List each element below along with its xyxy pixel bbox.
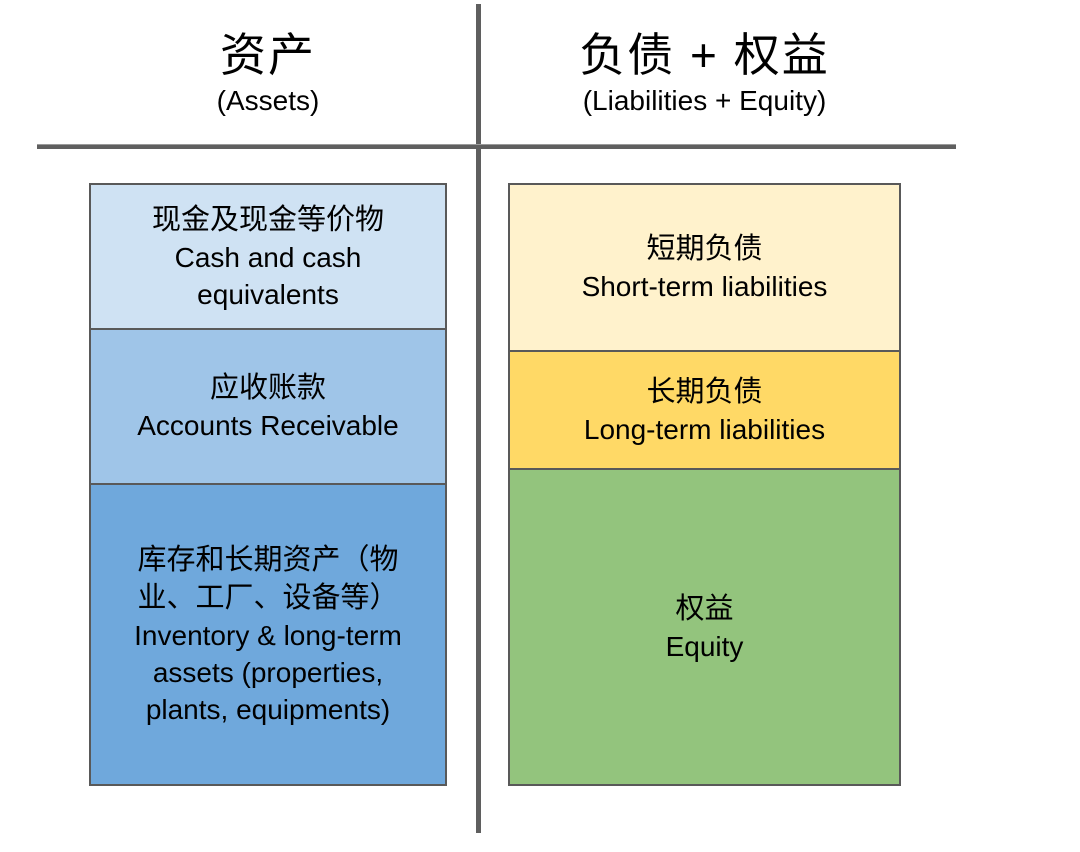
box-cash-equivalents-label-en: Cash and cash equivalents [174, 241, 362, 310]
box-cash-equivalents-label-zh: 现金及现金等价物 [151, 203, 384, 236]
assets-header: 资产 (Assets) [89, 26, 447, 118]
box-accounts-receivable: 应收账款 Accounts Receivable [89, 328, 447, 485]
horizontal-header-rule [37, 144, 956, 149]
box-equity: 权益 Equity [508, 468, 901, 786]
assets-column: 现金及现金等价物 Cash and cash equivalents 应收账款 … [89, 183, 447, 786]
box-long-term-liabilities-label-zh: 长期负债 [646, 375, 763, 408]
box-inventory-longterm-assets-label-zh: 库存和长期资产（物业、工厂、设备等） [137, 544, 399, 614]
box-cash-equivalents: 现金及现金等价物 Cash and cash equivalents [89, 183, 447, 330]
liabilities-equity-header: 负债 + 权益 (Liabilities + Equity) [508, 26, 901, 118]
box-long-term-liabilities-label-en: Long-term liabilities [583, 413, 826, 445]
box-inventory-longterm-assets-label-en: Inventory & long-term assets (properties… [134, 620, 402, 725]
box-short-term-liabilities-label-en: Short-term liabilities [581, 271, 828, 302]
box-inventory-longterm-assets: 库存和长期资产（物业、工厂、设备等） Inventory & long-term… [89, 483, 447, 786]
assets-title-zh: 资产 [220, 29, 316, 81]
assets-title-en: (Assets) [216, 85, 320, 116]
liabilities-equity-title-en: (Liabilities + Equity) [582, 85, 827, 116]
box-short-term-liabilities: 短期负债 Short-term liabilities [508, 183, 901, 352]
liabilities-equity-column: 短期负债 Short-term liabilities 长期负债 Long-te… [508, 183, 901, 786]
box-long-term-liabilities: 长期负债 Long-term liabilities [508, 350, 901, 470]
liabilities-equity-title-zh: 负债 + 权益 [579, 29, 830, 81]
box-equity-label-zh: 权益 [675, 592, 734, 625]
box-short-term-liabilities-label-zh: 短期负债 [646, 233, 763, 265]
vertical-divider-line [476, 4, 481, 833]
box-accounts-receivable-label-zh: 应收账款 [209, 372, 326, 404]
box-equity-label-en: Equity [665, 630, 744, 662]
box-accounts-receivable-label-en: Accounts Receivable [137, 410, 399, 441]
